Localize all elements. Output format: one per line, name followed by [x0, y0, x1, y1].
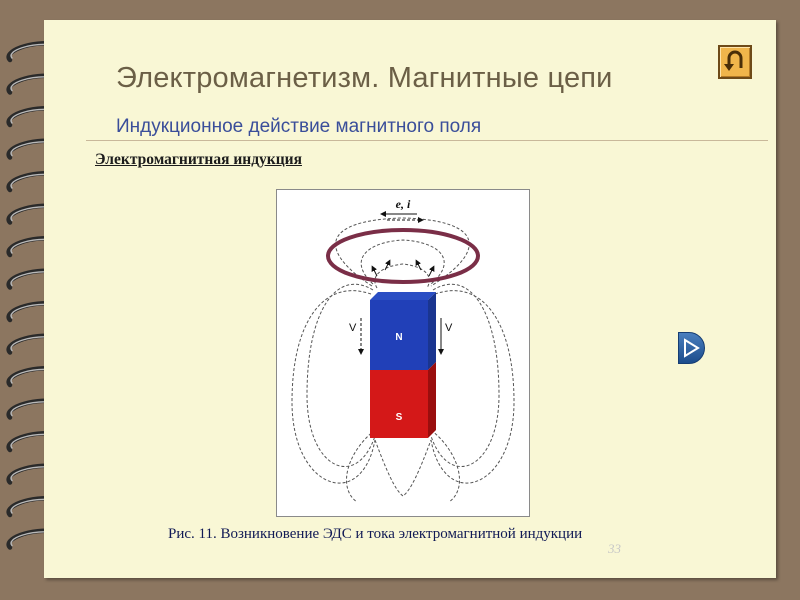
current-arrows	[380, 211, 424, 223]
induction-diagram: e, i N S V V	[291, 197, 515, 503]
current-label: e, i	[396, 197, 411, 211]
field-direction-arrows	[371, 259, 435, 277]
south-pole-label: S	[396, 412, 403, 423]
bar-magnet: N S	[370, 292, 436, 438]
coil-loop	[326, 228, 480, 284]
magnetic-field-lines	[291, 217, 515, 503]
figure-caption: Рис. 11. Возникновение ЭДС и тока электр…	[168, 526, 583, 542]
page-title: Электромагнетизм. Магнитные цепи	[116, 62, 613, 94]
section-heading: Электромагнитная индукция	[95, 151, 302, 168]
header-divider	[86, 140, 768, 141]
velocity-label-left: V	[349, 322, 357, 334]
play-next-icon	[684, 338, 700, 358]
next-slide-button[interactable]	[678, 332, 705, 364]
magnet-north-pole	[370, 300, 428, 370]
page-number: 33	[608, 541, 621, 556]
magnet-south-pole	[370, 370, 428, 438]
page-subtitle: Индукционное действие магнитного поля	[116, 116, 482, 137]
return-arrow-icon	[724, 50, 743, 71]
velocity-label-right: V	[445, 322, 453, 334]
return-button[interactable]	[718, 45, 752, 79]
north-pole-label: N	[395, 332, 402, 343]
velocity-arrows	[358, 318, 444, 355]
induction-figure: e, i N S V V	[276, 189, 530, 517]
